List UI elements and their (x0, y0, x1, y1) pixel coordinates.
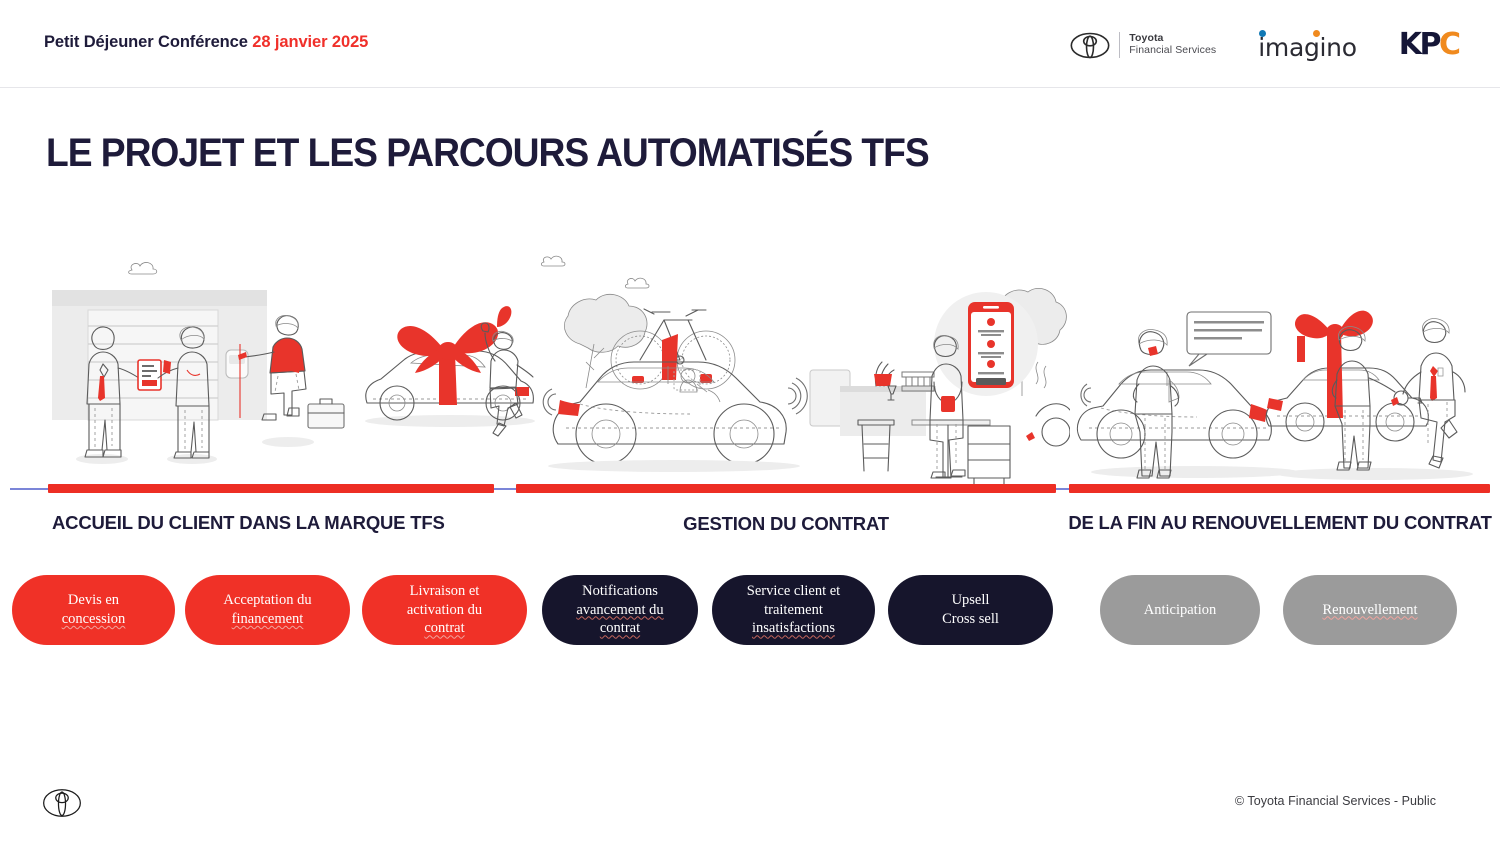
toyota-wordmark-line2: Financial Services (1129, 44, 1217, 56)
car-key-icon (1391, 390, 1423, 406)
toyota-financial-services-logo: Toyota Financial Services (1070, 32, 1216, 59)
step-pill-service-client[interactable]: Service client et traitement insatisfact… (712, 575, 875, 645)
key-handover-gift-car-scene (1265, 310, 1473, 480)
chair-icon (967, 425, 1011, 487)
stool-icon (857, 419, 895, 472)
section-heading-renouvellement: DE LA FIN AU RENOUVELLEMENT DU CONTRAT (1068, 512, 1492, 533)
kpc-wordmark-orange: C (1438, 27, 1461, 62)
step-pill-text: Livraison et activation du contrat (407, 582, 482, 638)
step-line-2: avancement du (576, 601, 664, 618)
toyota-wordmark-line1: Toyota (1129, 32, 1164, 45)
logo-divider (1119, 32, 1121, 58)
customer-figure (157, 326, 217, 464)
timeline-bar-section-3 (1069, 484, 1490, 493)
speech-bubble (1186, 311, 1272, 367)
gift-bow-icon (1294, 310, 1373, 418)
step-line-3: contrat (424, 620, 465, 637)
page-title: LE PROJET ET LES PARCOURS AUTOMATISÉS TF… (46, 131, 930, 175)
suv-with-bicycle-scene (540, 255, 851, 472)
illustration-band (0, 240, 1500, 490)
step-line-1: Anticipation (1143, 601, 1217, 618)
step-pill-text: Upsell Cross sell (942, 591, 999, 628)
step-pill-text: Acceptation du financement (223, 591, 311, 628)
seated-person-figure (929, 335, 966, 479)
step-pill-renouvellement[interactable]: Renouvellement (1283, 575, 1457, 645)
woman-figure (1132, 329, 1180, 479)
imagino-blue-dot-icon (1259, 30, 1267, 37)
footer-copyright: © Toyota Financial Services - Public (1234, 794, 1436, 808)
dealership-welcome-scene (52, 262, 345, 464)
tree-icon (564, 293, 648, 389)
toyota-ellipse-icon (1070, 32, 1110, 58)
toyota-wordmark: Toyota Financial Services (1129, 32, 1217, 57)
step-line-1: Livraison et (409, 583, 480, 600)
step-line-1: Upsell (951, 592, 990, 609)
car-with-gift-bow-scene (365, 306, 535, 437)
header-event-label: Petit Déjeuner Conférence (44, 33, 253, 51)
woman-phone-call-scene (1076, 311, 1305, 479)
step-line-2: traitement (764, 601, 823, 618)
timeline-bar-section-1 (48, 484, 494, 493)
signal-waves-icon (787, 377, 808, 415)
toyota-ellipse-icon (43, 789, 81, 817)
step-line-3: contrat (599, 620, 641, 637)
step-pill-livraison-activation[interactable]: Livraison et activation du contrat (362, 575, 527, 645)
step-pill-text: Renouvellement (1322, 601, 1417, 620)
jumping-person-figure (480, 322, 534, 437)
step-line-1: Notifications (582, 583, 658, 600)
header-event-title: Petit Déjeuner Conférence 28 janvier 202… (44, 33, 368, 52)
imagino-orange-dot-icon (1313, 30, 1321, 37)
header-event-date: 28 janvier 2025 (252, 33, 369, 51)
section-heading-gestion: GESTION DU CONTRAT (683, 513, 889, 534)
step-pill-devis-en-concession[interactable]: Devis en concession (12, 575, 175, 645)
imagino-logo: imagino (1258, 30, 1357, 62)
section-heading-accueil: ACCUEIL DU CLIENT DANS LA MARQUE TFS (52, 512, 445, 533)
step-line-2: Cross sell (942, 611, 999, 627)
step-pill-anticipation[interactable]: Anticipation (1100, 575, 1260, 645)
gift-bow-icon (397, 322, 499, 373)
step-line-1: Acceptation du (223, 592, 312, 609)
slide-header: Petit Déjeuner Conférence 28 janvier 202… (0, 0, 1500, 88)
step-pill-upsell-cross-sell[interactable]: Upsell Cross sell (888, 575, 1053, 645)
step-line-1: Service client et (746, 583, 841, 600)
imagino-wordmark: imagino (1258, 33, 1357, 62)
step-line-2: financement (231, 611, 304, 627)
kpc-wordmark-dark: KP (1398, 27, 1442, 62)
step-pill-text: Anticipation (1144, 601, 1217, 620)
logo-group: Toyota Financial Services imagino KP C (1070, 24, 1461, 66)
step-pill-acceptation-financement[interactable]: Acceptation du financement (185, 575, 350, 645)
step-pill-text: Devis en concession (62, 591, 126, 628)
signal-waves-icon (1080, 383, 1092, 407)
slide-footer: © Toyota Financial Services - Public (0, 778, 1500, 844)
step-line-1: Renouvellement (1322, 601, 1418, 618)
step-line-2: concession (61, 611, 126, 627)
step-line-3: insatisfactions (752, 620, 835, 637)
customer-receiving-figure (1331, 326, 1396, 471)
kpc-logo: KP C (1398, 27, 1461, 62)
cafe-mobile-app-scene (840, 288, 1070, 487)
salesperson-figure (76, 326, 143, 464)
step-pill-text: Notifications avancement du contrat (576, 582, 663, 638)
salesperson-figure (1402, 318, 1466, 469)
step-line-2: activation du (406, 601, 483, 618)
step-pill-text: Service client et traitement insatisfact… (747, 582, 840, 638)
step-line-1: Devis en (67, 592, 120, 609)
technician-figure (238, 315, 314, 447)
driver-figure (679, 368, 708, 393)
step-pill-notifications-avancement[interactable]: Notifications avancement du contrat (542, 575, 698, 645)
timeline-bar-section-2 (516, 484, 1056, 493)
